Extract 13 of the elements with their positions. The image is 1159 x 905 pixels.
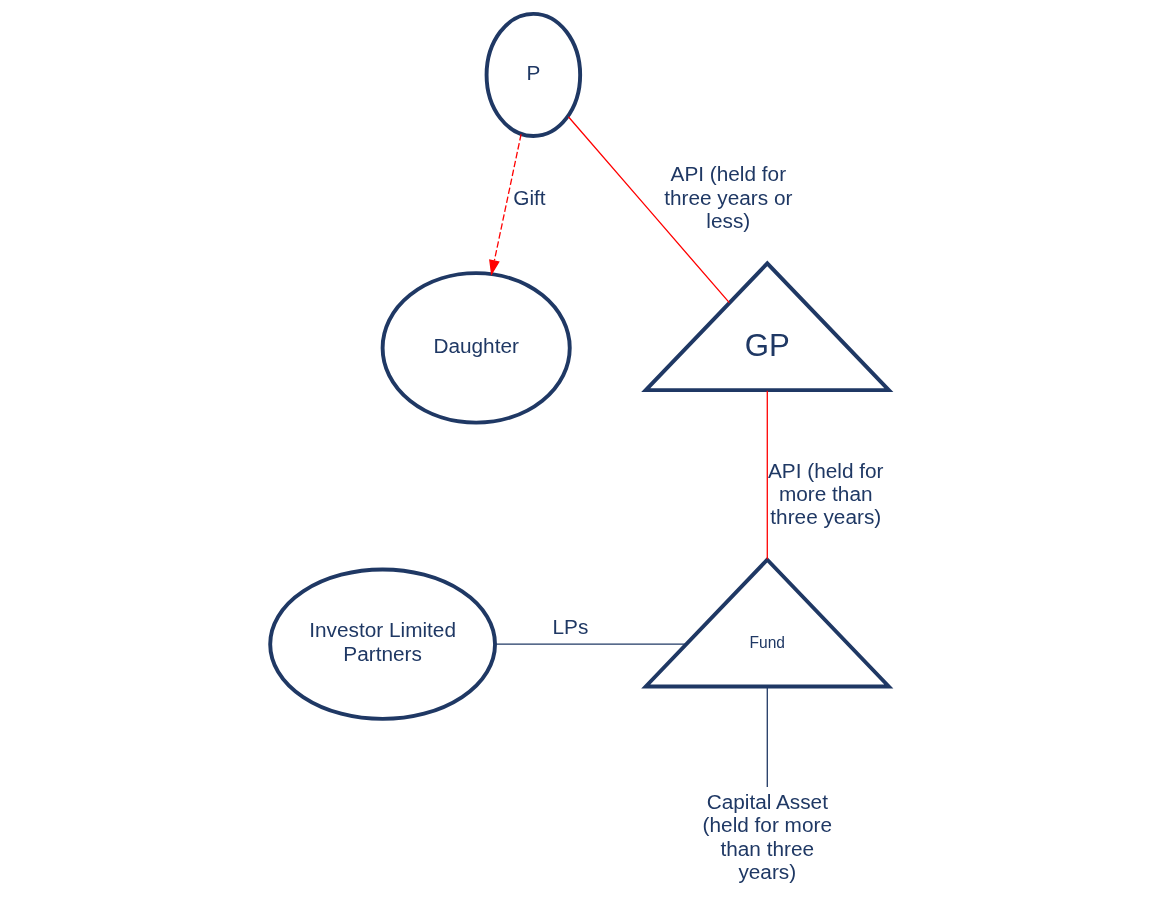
node-text: Capital Asset (held for more than three years) (702, 789, 832, 884)
edge-label: API (held for three years or less) (664, 162, 793, 233)
node-ellipse: Investor Limited Partners (268, 567, 497, 721)
arrow (489, 133, 522, 276)
node-ellipse: Daughter (380, 271, 572, 425)
connector (766, 686, 768, 788)
connector (494, 643, 687, 645)
edge-label: API (held for more than three years) (768, 458, 884, 529)
connector (567, 116, 730, 304)
edge-label: LPs (552, 614, 589, 638)
node-ellipse: P (484, 11, 583, 138)
connector (766, 390, 768, 560)
edge-label: Gift (513, 185, 546, 209)
